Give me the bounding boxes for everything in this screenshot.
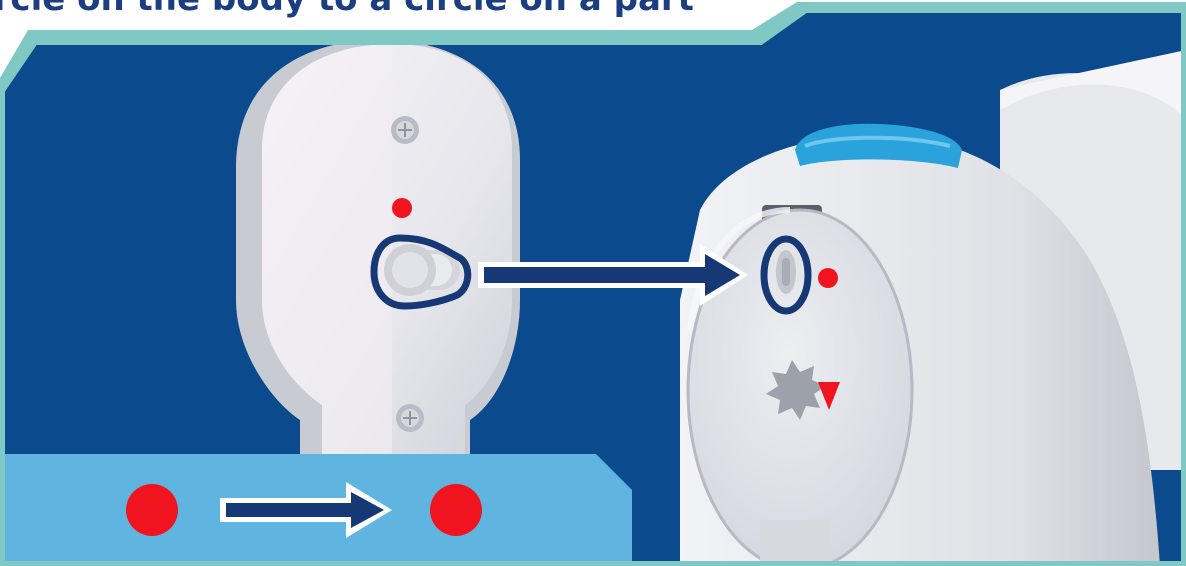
red-dot-icon (126, 484, 178, 536)
red-dot-icon (430, 484, 482, 536)
body-alignment-dot (392, 198, 412, 218)
legend-panel (0, 454, 632, 566)
part-alignment-dot (818, 268, 838, 288)
